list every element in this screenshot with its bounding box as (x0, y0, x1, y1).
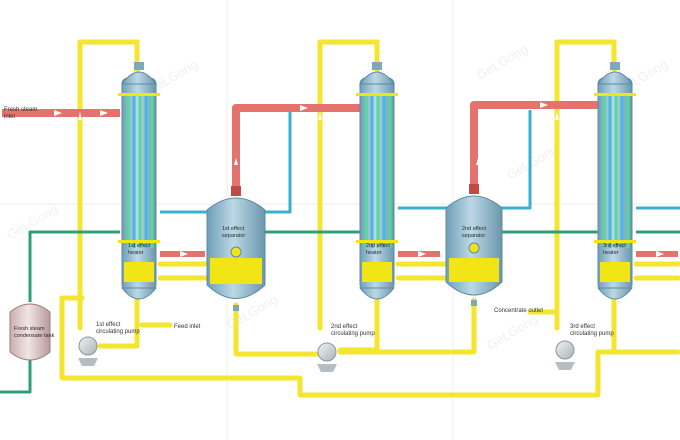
watermarks: GeLGong GeLGong GeLGong GeLGong GeLGong … (4, 41, 670, 352)
concentrate-outlet-label: Concentrate outlet (494, 308, 543, 314)
condensate-pipes (0, 230, 680, 394)
vapor-pipes (160, 110, 680, 214)
svg-text:GeLGong: GeLGong (474, 41, 530, 82)
svg-text:GeLGong: GeLGong (504, 141, 560, 182)
svg-text:GeLGong: GeLGong (4, 201, 60, 242)
pump-2 (317, 342, 337, 372)
svg-text:GeLGong: GeLGong (484, 311, 540, 352)
pump-1 (78, 336, 98, 366)
flow-arrows (54, 102, 664, 257)
feed-inlet-label: Feed inlet (174, 324, 201, 330)
pump-3 (555, 340, 575, 370)
liquid-pipes (59, 39, 680, 398)
